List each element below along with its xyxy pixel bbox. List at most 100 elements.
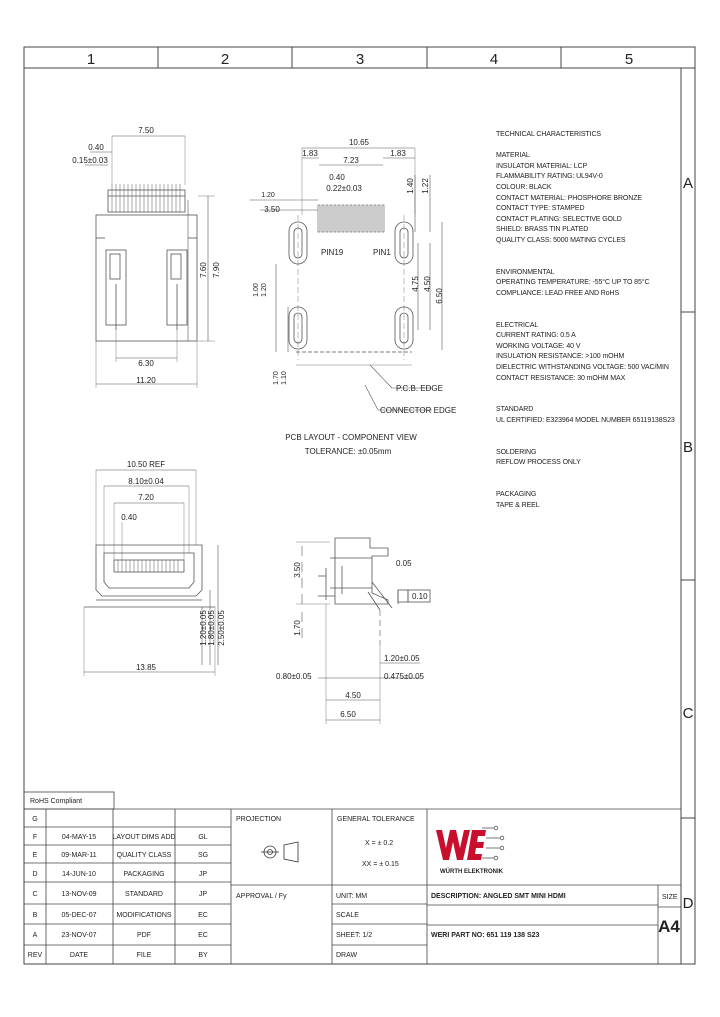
dim-front-tongue: 7.20 [138,493,154,502]
dim-side-peg: 4.50 [345,691,361,700]
electrical-line: CONTACT RESISTANCE: 30 mOHM MAX [496,374,626,382]
electrical-line: INSULATION RESISTANCE: >100 mOHM [496,353,625,361]
tolerance-x: X = ± 0.2 [365,840,393,847]
rev-row-c-date: 13-NOV-09 [61,891,96,898]
standard-line: UL CERTIFIED: E323964 MODEL NUMBER 65119… [496,417,675,425]
rev-row-e-by: SG [198,852,208,859]
projection-label: PROJECTION [236,816,281,823]
rev-row-a-rev: A [33,932,38,939]
scale-label: SCALE [336,912,359,919]
tolerance-xx: XX = ± 0.15 [362,861,399,868]
rev-header-date: DATE [70,952,88,959]
rev-row-e-rev: E [33,852,38,859]
dim-top-depth-inner: 7.60 [199,262,208,278]
label-pin1: PIN1 [373,248,391,257]
rev-row-b-by: EC [198,912,208,919]
dim-side-gap: 0.05 [396,559,412,568]
material-line: FLAMMABILITY RATING: UL94V-0 [496,173,603,181]
label-connector-edge: CONNECTOR EDGE [380,406,456,415]
dim-pcb-pitch: 0.40 [329,173,345,182]
dim-pcb-left-1: 1.00 [253,283,260,297]
column-label-5: 5 [625,51,633,68]
material-line: SHIELD: BRASS TIN PLATED [496,226,589,234]
material-line: CONTACT MATERIAL: PHOSPHORE BRONZE [496,194,642,202]
title-block-grid [23,791,681,964]
dim-side-offset: 1.70 [293,620,302,636]
wurth-elektronik-logo: WÜRTH ELEKTRONIK [436,825,505,875]
dim-side-tail: 1.20±0.05 [384,654,420,663]
electrical-line: WORKING VOLTAGE: 40 V [496,342,581,350]
front-view-drawing [83,469,219,676]
rev-row-a-file: PDF [137,932,151,939]
material-line: INSULATOR MATERIAL: LCP [496,162,588,170]
pcb-layout-tolerance: TOLERANCE: ±0.05mm [305,447,392,456]
row-label-d: D [683,895,694,912]
packaging-line: TAPE & REEL [496,501,540,509]
material-line: CONTACT TYPE: STAMPED [496,205,585,213]
dim-side-pitch: 0.475±0.05 [384,672,425,681]
dim-pcb-left-offset: 1.83 [302,149,318,158]
description-label: DESCRIPTION: ANGLED SMT MINI HDMI [431,893,566,900]
rev-row-f-file: LAYOUT DIMS ADD [112,834,175,841]
material-line: CONTACT PLATING: SELECTIVE GOLD [496,215,622,223]
dim-pcb-left-3: 1.70 [273,371,280,385]
dim-pcb-left-4: 1.10 [281,371,288,385]
environmental-title: ENVIRONMENTAL [496,268,555,276]
rev-row-g-rev: G [32,816,37,823]
rev-row-f-date: 04-MAY-15 [62,834,96,841]
approval-label: APPROVAL / Fy [236,893,287,900]
dim-front-height-1: 1.20±0.05 [199,610,208,646]
pcb-layout-drawing [250,147,443,411]
dim-pcb-row-1: 1.40 [406,178,415,194]
electrical-title: ELECTRICAL [496,321,539,329]
sheet-label: SHEET: 1/2 [336,932,372,939]
revision-table: G F 04-MAY-15 LAYOUT DIMS ADD GL E 09-MA… [28,816,208,959]
electrical-line: DIELECTRIC WITHSTANDING VOLTAGE: 500 VAC… [496,364,669,372]
packaging-title: PACKAGING [496,491,537,499]
dim-side-depth: 6.50 [340,710,356,719]
dim-pcb-peg-3: 6.50 [435,288,444,304]
row-label-c: C [683,705,694,722]
material-line: QUALITY CLASS: 5000 MATING CYCLES [496,236,626,244]
rev-row-d-by: JP [199,871,208,878]
dim-top-depth: 7.90 [212,262,221,278]
rohs-compliant-label: RoHS Compliant [30,798,82,805]
rev-row-d-date: 14-JUN-10 [62,871,96,878]
soldering-title: SOLDERING [496,448,537,456]
rev-row-b-file: MODIFICATIONS [116,912,171,919]
dim-pcb-row-2: 1.22 [421,178,430,194]
tech-heading: TECHNICAL CHARACTERISTICS [496,131,601,138]
dim-pcb-peg-1: 4.75 [411,276,420,292]
rev-row-b-date: 05-DEC-07 [61,912,96,919]
dim-front-width: 10.50 REF [127,460,165,469]
rev-row-d-file: PACKAGING [123,871,164,878]
dim-pcb-total: 10.65 [349,138,370,147]
label-pcb-edge: P.C.B. EDGE [396,384,443,393]
rev-row-b-rev: B [33,912,38,919]
rev-row-f-by: GL [198,834,207,841]
dim-top-total-width: 11.20 [136,376,156,385]
dim-top-peg-span: 6.30 [138,359,154,368]
rev-row-c-by: JP [199,891,208,898]
dim-top-width: 7.50 [138,126,154,135]
material-title: MATERIAL [496,152,530,160]
dim-side-height: 3.50 [293,562,302,578]
dim-front-height-2: 1.80±0.05 [207,610,216,646]
size-label: SIZE [662,894,678,901]
rev-row-d-rev: D [32,871,37,878]
part-number-label: WERI PART NO: 651 119 138 S23 [431,932,540,939]
brand-name: WÜRTH ELEKTRONIK [440,868,504,875]
side-view-drawing [296,537,431,724]
rev-header-rev: REV [28,952,43,959]
dim-pcb-pad-length: 1.20 [261,192,275,199]
column-label-1: 1 [87,51,95,68]
rev-row-c-file: STANDARD [125,891,163,898]
standard-title: STANDARD [496,406,534,414]
rev-row-c-rev: C [32,891,37,898]
material-line: COLOUR: BLACK [496,183,552,191]
dim-pcb-pad-width: 0.22±0.03 [326,184,362,193]
projection-symbol-icon [261,841,299,863]
technical-characteristics: TECHNICAL CHARACTERISTICS MATERIAL INSUL… [496,130,675,511]
dim-side-foot: 0.80±0.05 [276,672,312,681]
